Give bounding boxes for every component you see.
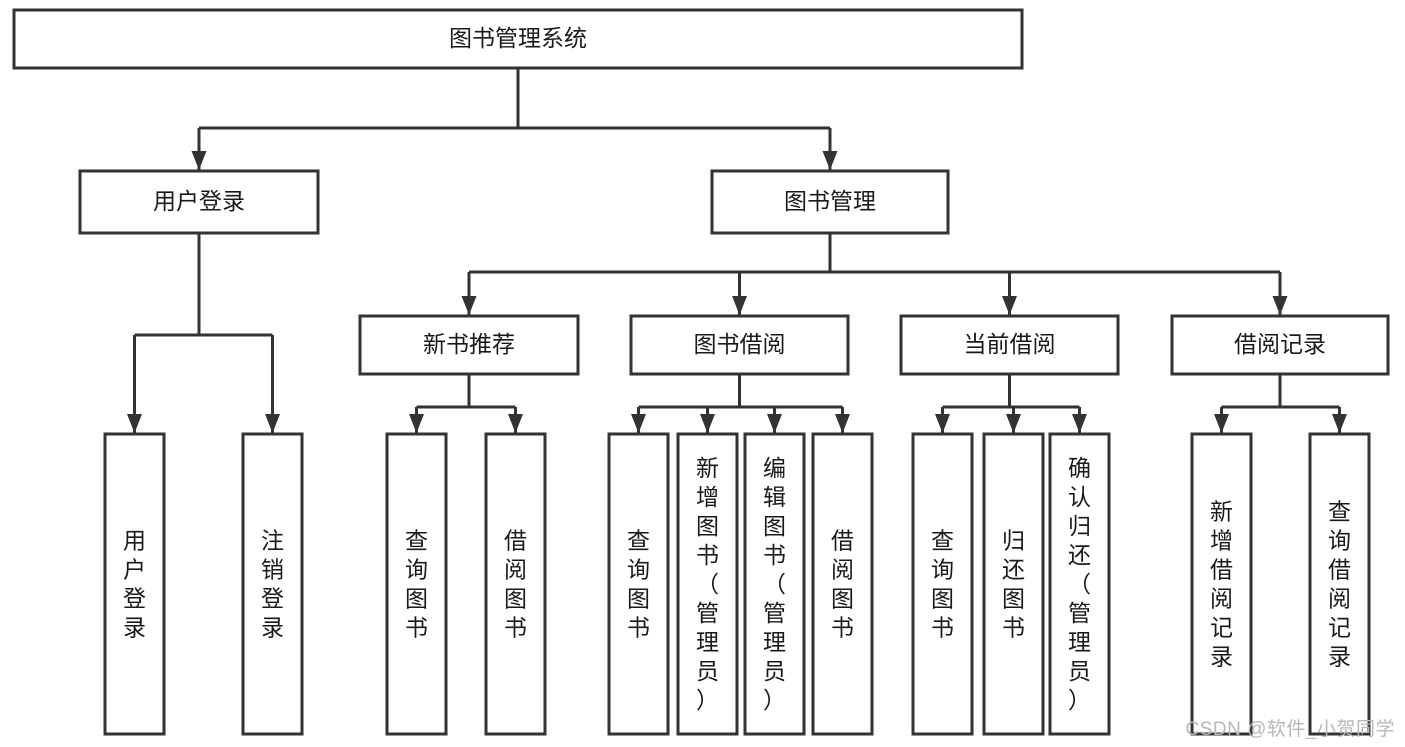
level2-node-0-label: 用户登录 [153,188,245,214]
leaf-node-0[interactable]: 用户登录 [103,432,166,736]
leaf-node-8[interactable]: 查询图书 [911,432,974,736]
leaf-node-4[interactable]: 查询图书 [607,432,670,736]
arrow-head-icon [1072,414,1087,433]
arrow-head-icon [1332,414,1347,433]
leaf-node-6-box[interactable] [743,432,806,736]
leaf-node-12-box[interactable] [1308,432,1371,736]
arrow-head-icon [409,414,424,433]
leaf-node-1[interactable]: 注销登录 [241,432,304,736]
arrow-head-icon [835,414,850,433]
leaf-node-4-label: 查询图书 [627,528,650,641]
leaf-node-4-box[interactable] [607,432,670,736]
leaf-node-3-label: 借阅图书 [504,528,527,641]
arrow-head-icon [767,414,782,433]
leaf-node-9-label: 归还图书 [1002,528,1025,641]
leaf-node-3-box[interactable] [484,432,547,736]
leaf-node-11[interactable]: 新增借阅记录 [1190,432,1253,736]
level3-node-3-box[interactable] [1170,314,1390,376]
level3-node-1-label: 图书借阅 [694,331,786,357]
leaf-node-2[interactable]: 查询图书 [385,432,448,736]
level2-node-1-box[interactable] [710,169,950,235]
leaf-node-7-label: 借阅图书 [831,528,854,641]
leaf-node-0-label: 用户登录 [123,528,146,641]
level2-node-0[interactable]: 用户登录 [78,169,320,235]
leaf-node-6-label: 编辑图书（管理员） [763,455,786,713]
leaf-node-11-box[interactable] [1190,432,1253,736]
leaf-node-2-box[interactable] [385,432,448,736]
leaf-node-9-box[interactable] [982,432,1045,736]
leaf-node-2-label: 查询图书 [405,528,428,641]
level3-node-2-box[interactable] [899,314,1120,376]
leaf-node-8-label: 查询图书 [931,528,954,641]
level2-node-1-label: 图书管理 [784,188,876,214]
arrow-head-icon [822,151,838,170]
level3-node-2[interactable]: 当前借阅 [899,314,1120,376]
root-node-book-management-system-box[interactable] [12,8,1024,70]
leaf-node-12[interactable]: 查询借阅记录 [1308,432,1371,736]
arrow-head-icon [1272,296,1288,315]
level3-node-1-box[interactable] [629,314,850,376]
arrow-head-icon [127,414,142,433]
level2-node-1[interactable]: 图书管理 [710,169,950,235]
leaf-node-0-box[interactable] [103,432,166,736]
leaf-node-11-label: 新增借阅记录 [1210,499,1233,670]
leaf-node-10[interactable]: 确认归还（管理员） [1048,432,1111,736]
csdn-watermark: CSDN @软件_小贺同学 [1185,719,1395,740]
level3-node-0-box[interactable] [358,314,580,376]
leaf-node-10-label: 确认归还（管理员） [1068,455,1091,713]
arrow-head-icon [191,151,207,170]
leaf-node-5-box[interactable] [676,432,739,736]
level3-node-0-label: 新书推荐 [423,331,515,357]
root-node-book-management-system[interactable]: 图书管理系统 [12,8,1024,70]
leaf-node-7-box[interactable] [811,432,874,736]
leaf-node-12-label: 查询借阅记录 [1328,499,1351,670]
leaf-node-1-label: 注销登录 [261,528,284,641]
leaf-node-3[interactable]: 借阅图书 [484,432,547,736]
leaf-node-8-box[interactable] [911,432,974,736]
arrow-head-icon [700,414,715,433]
leaf-node-1-box[interactable] [241,432,304,736]
level3-node-3[interactable]: 借阅记录 [1170,314,1390,376]
leaf-node-5[interactable]: 新增图书（管理员） [676,432,739,736]
edge-layer [127,68,1347,433]
leaf-node-5-label: 新增图书（管理员） [696,455,719,713]
leaf-node-7[interactable]: 借阅图书 [811,432,874,736]
arrow-head-icon [461,296,477,315]
leaf-node-10-box[interactable] [1048,432,1111,736]
arrow-head-icon [631,414,646,433]
node-layer: 图书管理系统用户登录图书管理新书推荐图书借阅当前借阅借阅记录用户登录注销登录查询… [12,8,1390,736]
level2-node-0-box[interactable] [78,169,320,235]
arrow-head-icon [1006,414,1021,433]
level3-node-3-label: 借阅记录 [1234,331,1326,357]
arrow-head-icon [265,414,280,433]
arrow-head-icon [1214,414,1229,433]
arrow-head-icon [732,296,747,315]
root-node-book-management-system-label: 图书管理系统 [449,25,587,51]
level3-node-0[interactable]: 新书推荐 [358,314,580,376]
level3-node-1[interactable]: 图书借阅 [629,314,850,376]
arrow-head-icon [1002,296,1017,315]
level3-node-2-label: 当前借阅 [964,331,1056,357]
leaf-node-6[interactable]: 编辑图书（管理员） [743,432,806,736]
arrow-head-icon [508,414,523,433]
leaf-node-9[interactable]: 归还图书 [982,432,1045,736]
arrow-head-icon [935,414,950,433]
